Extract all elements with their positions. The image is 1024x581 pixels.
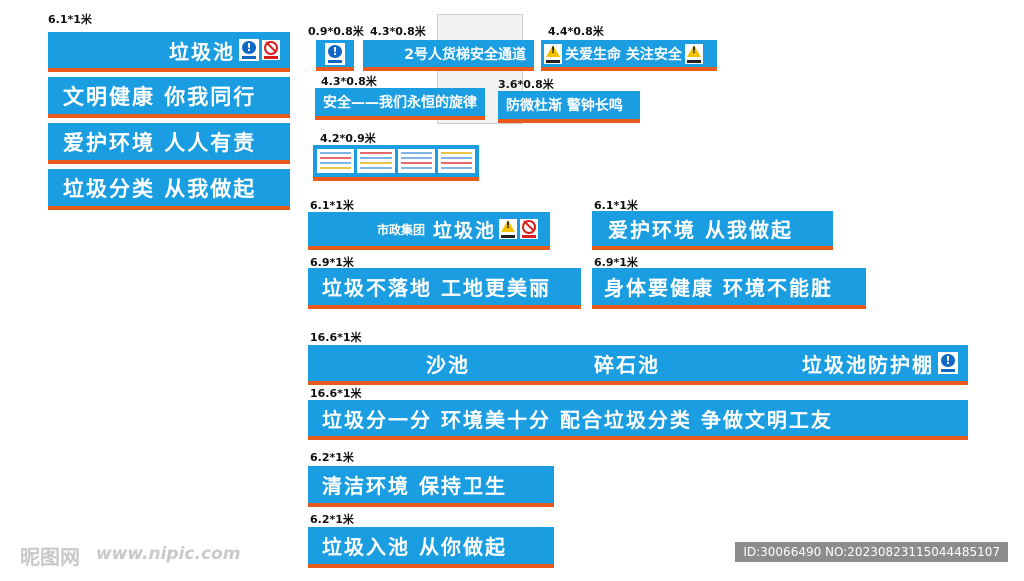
sign-text-small: 市政集团 [376, 222, 425, 237]
sign-aihu: 爱护环境 人人有责 [48, 123, 290, 164]
sign-text: 安全——我们永恒的旋律 [323, 95, 477, 111]
sign-shizheng-laji: 市政集团 垃圾池 [308, 212, 550, 250]
sign-guanai: 关爱生命 关注安全 [541, 40, 717, 71]
sign-text: 垃圾分类 从我做起 [63, 176, 257, 201]
sign-buluodi: 垃圾不落地 工地更美丽 [308, 268, 581, 309]
sign-fangwei: 防微杜渐 警钟长鸣 [498, 91, 640, 123]
sign-text: 关爱生命 关注安全 [565, 46, 682, 63]
sign-text: 身体要健康 环境不能脏 [604, 276, 833, 300]
size-label: 6.9*1米 [310, 256, 354, 269]
size-label: 4.3*0.8米 [321, 75, 377, 88]
sign-text: 垃圾入池 从你做起 [322, 535, 507, 559]
size-label: 4.3*0.8米 [370, 25, 426, 38]
notice-panel [437, 149, 475, 173]
sign-wenming: 文明健康 你我同行 [48, 77, 290, 118]
size-label: 6.2*1米 [310, 513, 354, 526]
sign-text: 防微杜渐 警钟长鸣 [506, 98, 623, 114]
notice-board-sign [313, 145, 479, 181]
notice-panel [317, 149, 355, 173]
size-label: 6.1*1米 [594, 199, 638, 212]
sign-text: 清洁环境 保持卫生 [322, 474, 507, 498]
size-label: 6.2*1米 [310, 451, 354, 464]
watermark-id: ID:30066490 NO:20230823115044485107 [735, 542, 1008, 562]
warning-yellow-icon [499, 219, 517, 239]
warning-yellow-icon [684, 43, 703, 64]
sign-ruchi: 垃圾入池 从你做起 [308, 527, 554, 568]
sign-xuanlv: 安全——我们永恒的旋律 [315, 88, 485, 120]
sign-text-suishi: 碎石池 [594, 352, 660, 377]
size-label: 0.9*0.8米 [308, 25, 364, 38]
sign-text: 垃圾池 [432, 219, 496, 242]
size-label: 6.9*1米 [594, 256, 638, 269]
sign-laji-chi: 垃圾池 [48, 32, 290, 72]
size-label: 4.2*0.9米 [320, 132, 376, 145]
sign-text: 2号人货梯安全通道 [404, 46, 526, 63]
size-label: 6.1*1米 [48, 13, 92, 26]
sign-small-notice [316, 40, 354, 71]
size-label: 6.1*1米 [310, 199, 354, 212]
sign-text: 垃圾分一分 环境美十分 配合垃圾分类 争做文明工友 [322, 407, 833, 432]
sign-text-fanghu: 垃圾池防护棚 [802, 352, 934, 377]
notice-blue-icon [239, 39, 259, 61]
sign-aihu2: 爱护环境 从我做起 [592, 211, 833, 250]
sign-text: 垃圾不落地 工地更美丽 [322, 276, 551, 300]
watermark-url: www.nipic.com [96, 544, 241, 564]
notice-blue-icon [938, 352, 958, 374]
prohibition-red-icon [262, 40, 280, 60]
sign-text: 爱护环境 从我做起 [608, 218, 793, 242]
size-label: 4.4*0.8米 [548, 25, 604, 38]
notice-panel [357, 149, 395, 173]
notice-panel [397, 149, 435, 173]
watermark-logo: 昵图网 [20, 545, 80, 569]
sign-tongdao: 2号人货梯安全通道 [363, 40, 534, 71]
sign-shenti: 身体要健康 环境不能脏 [592, 268, 866, 309]
sign-text: 垃圾池 [169, 39, 235, 64]
sign-text-shachi: 沙池 [426, 352, 470, 377]
size-label: 16.6*1米 [310, 387, 362, 400]
sign-fanghu: 沙池 碎石池 垃圾池防护棚 [308, 345, 968, 385]
sign-fenyifen: 垃圾分一分 环境美十分 配合垃圾分类 争做文明工友 [308, 400, 968, 440]
sign-qingjie: 清洁环境 保持卫生 [308, 466, 554, 507]
notice-blue-icon [325, 42, 345, 65]
warning-yellow-icon [544, 43, 562, 64]
prohibition-red-icon [520, 219, 538, 239]
sign-text: 爱护环境 人人有责 [63, 130, 257, 155]
size-label: 3.6*0.8米 [498, 78, 554, 91]
sign-fenlei: 垃圾分类 从我做起 [48, 169, 290, 210]
size-label: 16.6*1米 [310, 331, 362, 344]
sign-text: 文明健康 你我同行 [63, 84, 257, 109]
